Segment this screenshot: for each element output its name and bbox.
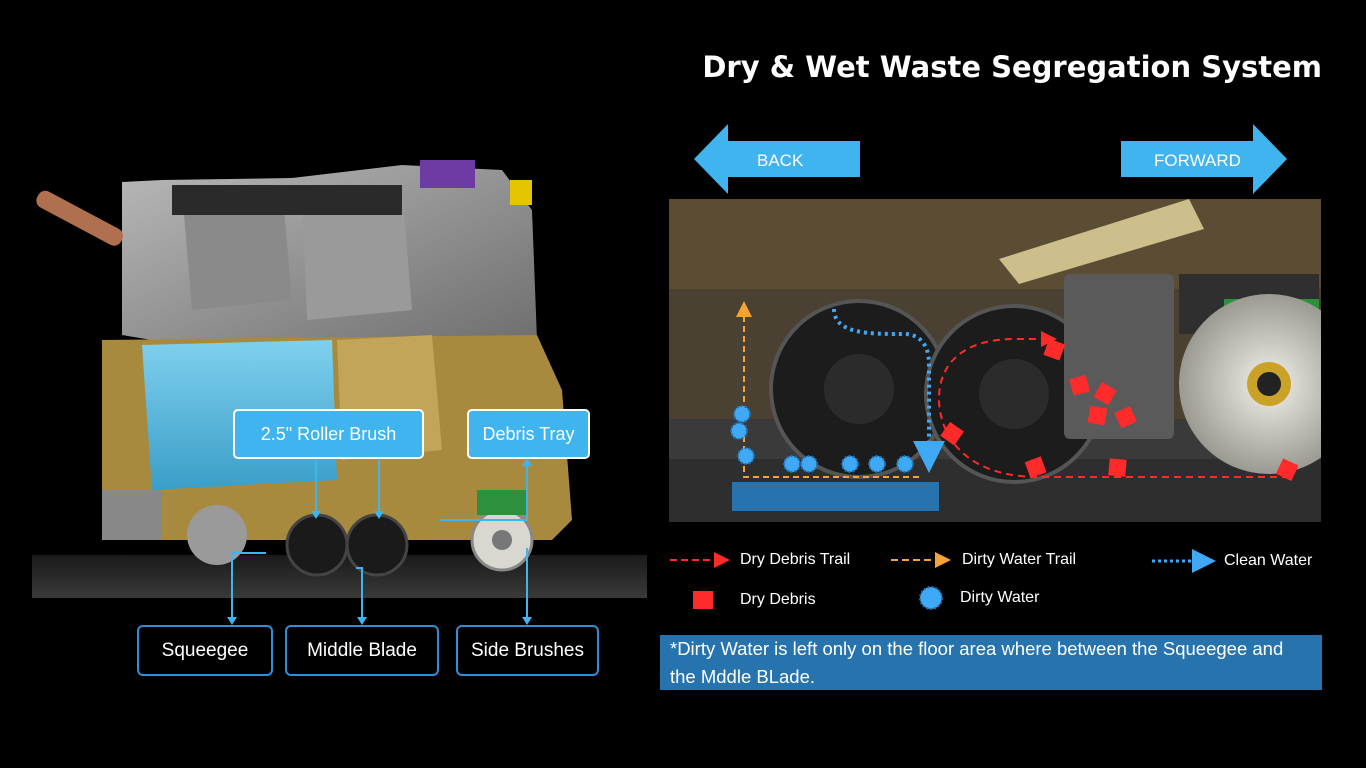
legend-dry-debris-trail: Dry Debris Trail: [740, 551, 851, 568]
legend-dirty-water-trail: Dirty Water Trail: [962, 551, 1077, 568]
forward-arrow-icon[interactable]: [1121, 124, 1287, 194]
roller-brush-callout: 2.5" Roller Brush: [233, 409, 424, 459]
forward-label[interactable]: FORWARD: [1154, 151, 1241, 170]
legend-clean-water: Clean Water: [1224, 552, 1313, 569]
back-arrow-icon[interactable]: [694, 124, 860, 194]
legend-dirty-water: Dirty Water: [960, 589, 1040, 606]
back-label[interactable]: BACK: [757, 151, 804, 170]
squeegee-box: Squeegee: [137, 625, 273, 676]
dry-debris-icon: [693, 591, 713, 609]
legend-dry-debris: Dry Debris: [740, 591, 816, 608]
side-brushes-box: Side Brushes: [456, 625, 599, 676]
middle-blade-box: Middle Blade: [285, 625, 439, 676]
flow-cross-section: [669, 199, 1321, 522]
page-title: Dry & Wet Waste Segregation System: [702, 50, 1322, 84]
dirty-water-icon: [919, 586, 943, 610]
footnote: *Dirty Water is left only on the floor a…: [660, 635, 1322, 690]
debris-tray-callout: Debris Tray: [467, 409, 590, 459]
